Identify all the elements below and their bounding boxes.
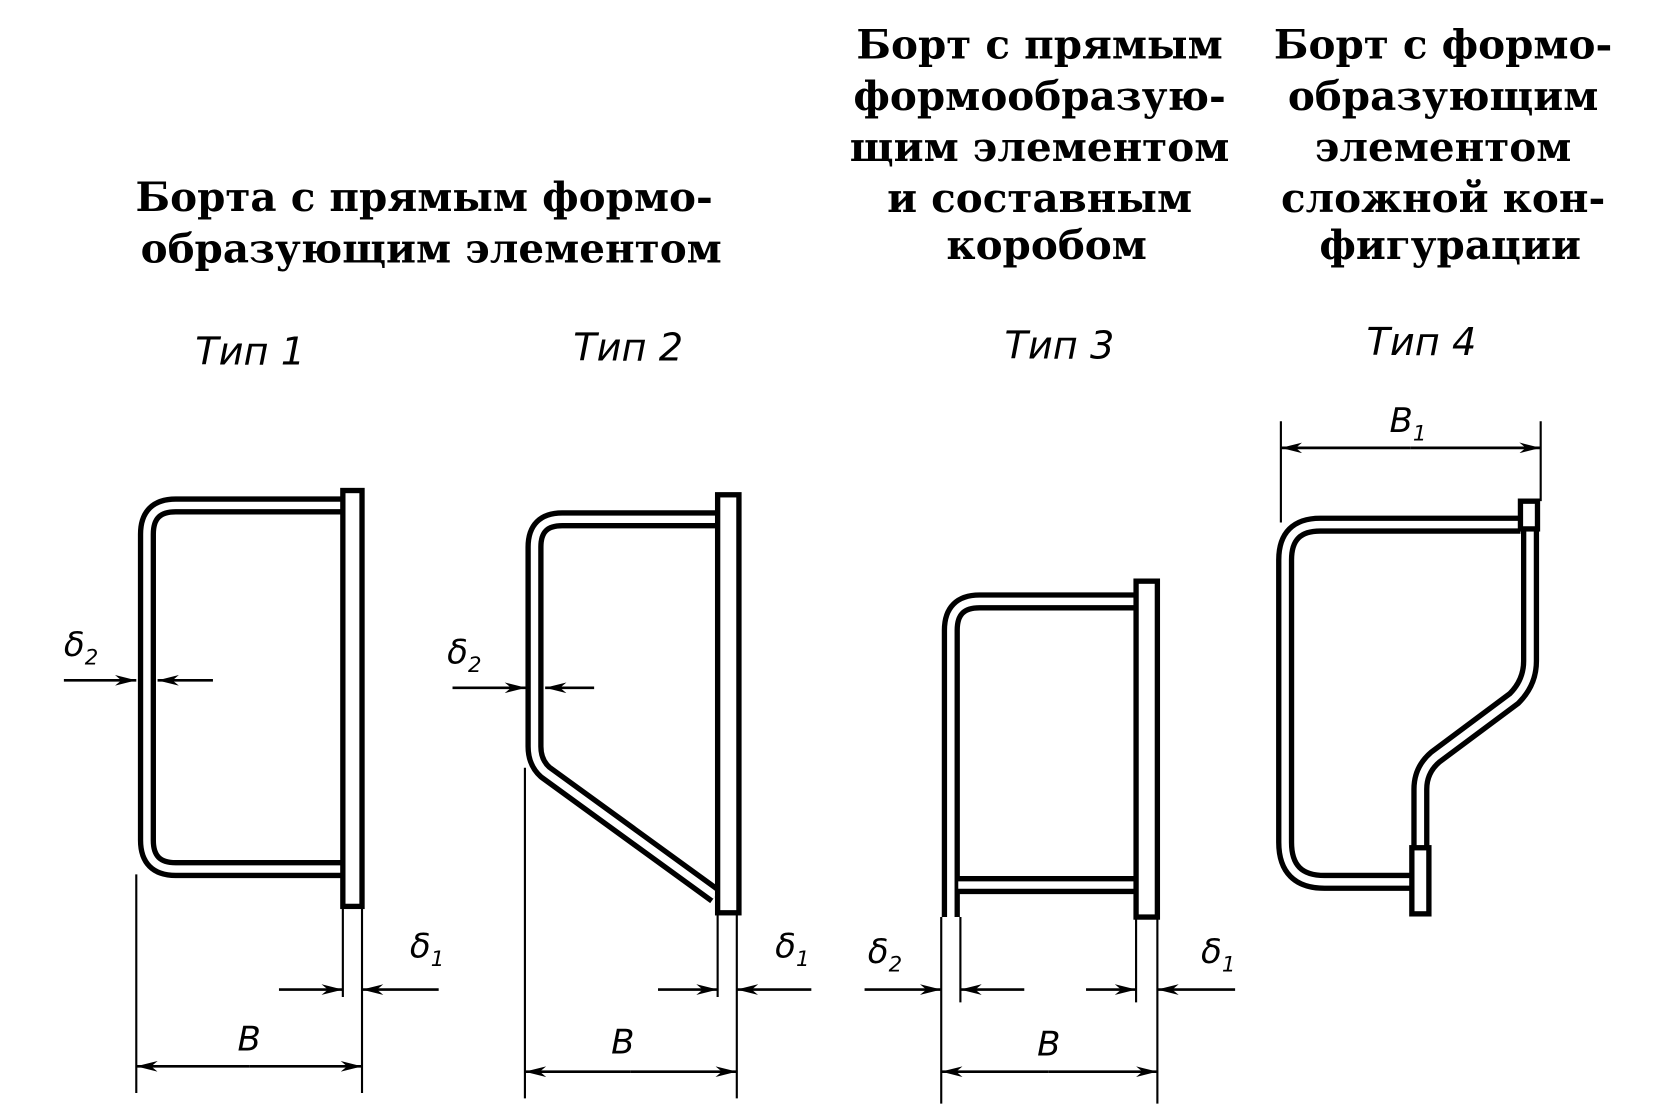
type-3-label: Тип 3	[1004, 323, 1114, 368]
type-2-label: Тип 2	[573, 325, 683, 370]
type-3-profile	[864, 578, 1236, 1104]
type-1-profile	[63, 487, 439, 1094]
delta-2-label-type-2: δ2	[447, 632, 481, 678]
type-2-profile	[452, 492, 812, 1099]
dimension-b-label-type-3: B	[1037, 1025, 1060, 1065]
type-1-label: Тип 1	[195, 330, 305, 375]
delta-2-label: δ2	[64, 625, 98, 671]
delta-1-label-type-3: δ1	[1201, 932, 1235, 978]
dimension-b-label: B	[237, 1019, 260, 1059]
type-4-profile	[1276, 421, 1542, 917]
delta-1-label-type-2: δ1	[775, 927, 809, 973]
header-types-1-2: Борта с прямым формо- образующим элемент…	[136, 173, 727, 272]
dimension-b1-label: B1	[1389, 401, 1426, 447]
type-4-label: Тип 4	[1366, 320, 1476, 365]
header-type-3: Борт с прямым формообразую- щим элементо…	[850, 21, 1244, 270]
dimension-b-label-type-2: B	[611, 1023, 634, 1063]
delta-1-label: δ1	[410, 927, 444, 973]
delta-2-label-type-3: δ2	[868, 932, 902, 978]
header-type-4: Борт с формо- образующим элементом сложн…	[1274, 21, 1626, 270]
